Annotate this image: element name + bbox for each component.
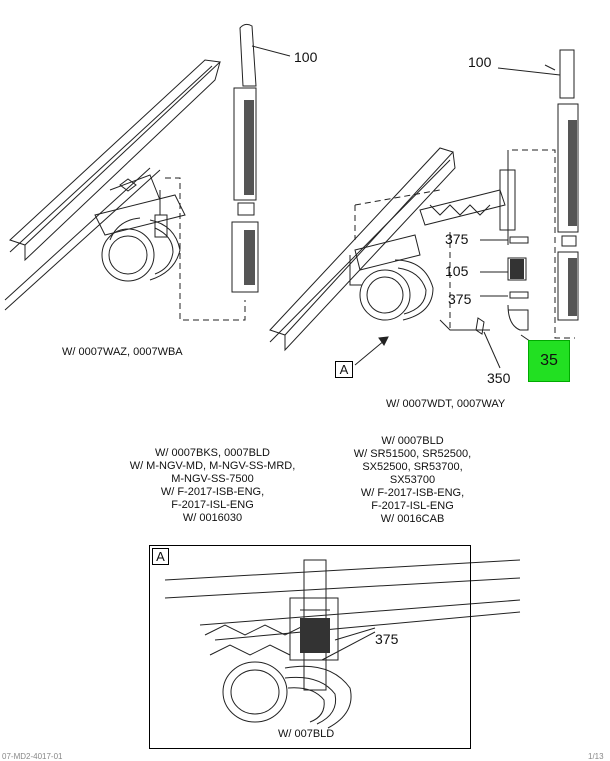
applicability-right-line: W/ SR51500, SR52500, bbox=[353, 448, 472, 460]
callout-375-detail: 375 bbox=[375, 631, 399, 647]
detail-ref-box-a[interactable]: A bbox=[335, 361, 353, 378]
detail-a-art bbox=[164, 559, 521, 729]
footer-drawing-id: 07-MD2-4017-01 bbox=[2, 752, 63, 761]
left-frame-rail bbox=[4, 59, 222, 311]
callout-350: 350 bbox=[487, 370, 511, 386]
caption-left-view: W/ 0007WAZ, 0007WBA bbox=[62, 346, 183, 358]
applicability-left-line: W/ 0007BKS, 0007BLD bbox=[155, 447, 270, 459]
callout-375-lower: 375 bbox=[448, 291, 472, 307]
footer-page-number: 1/13 bbox=[588, 752, 604, 761]
applicability-right-line: W/ 0016CAB bbox=[380, 513, 445, 525]
applicability-right: W/ 0007BLD W/ SR51500, SR52500, SX52500,… bbox=[330, 435, 495, 526]
applicability-right-line: W/ F-2017-ISB-ENG, bbox=[360, 487, 465, 499]
applicability-left-line: W/ F-2017-ISB-ENG, bbox=[160, 486, 265, 498]
right-stack bbox=[497, 49, 579, 321]
callout-105: 105 bbox=[445, 263, 469, 279]
right-frame-rail bbox=[269, 147, 456, 352]
applicability-left-line: F-2017-ISL-ENG bbox=[171, 499, 254, 511]
applicability-left-line: W/ 0016030 bbox=[182, 512, 243, 524]
callout-35-highlighted[interactable]: 35 bbox=[528, 340, 570, 382]
applicability-right-line: SX52500, SR53700, bbox=[362, 461, 463, 473]
applicability-left: W/ 0007BKS, 0007BLD W/ M-NGV-MD, M-NGV-S… bbox=[110, 447, 315, 525]
callout-375-upper: 375 bbox=[445, 231, 469, 247]
callout-100-right: 100 bbox=[468, 54, 492, 70]
applicability-left-line: M-NGV-SS-7500 bbox=[171, 473, 254, 485]
applicability-right-line: F-2017-ISL-ENG bbox=[371, 500, 454, 512]
caption-right-view: W/ 0007WDT, 0007WAY bbox=[386, 398, 506, 410]
right-muffler-assembly bbox=[349, 150, 516, 321]
applicability-left-line: W/ M-NGV-MD, M-NGV-SS-MRD, bbox=[129, 460, 296, 472]
applicability-right-line: W/ 0007BLD bbox=[381, 435, 444, 447]
callout-100-left: 100 bbox=[294, 49, 318, 65]
detail-view-a-label: A bbox=[152, 548, 169, 565]
caption-detail-view: W/ 007BLD bbox=[278, 728, 335, 740]
left-stack bbox=[165, 23, 291, 321]
applicability-right-line: SX53700 bbox=[389, 474, 436, 486]
detail-view-a-frame bbox=[149, 545, 471, 749]
left-muffler-assembly bbox=[94, 174, 186, 282]
detail-ref-arrow bbox=[354, 339, 386, 366]
